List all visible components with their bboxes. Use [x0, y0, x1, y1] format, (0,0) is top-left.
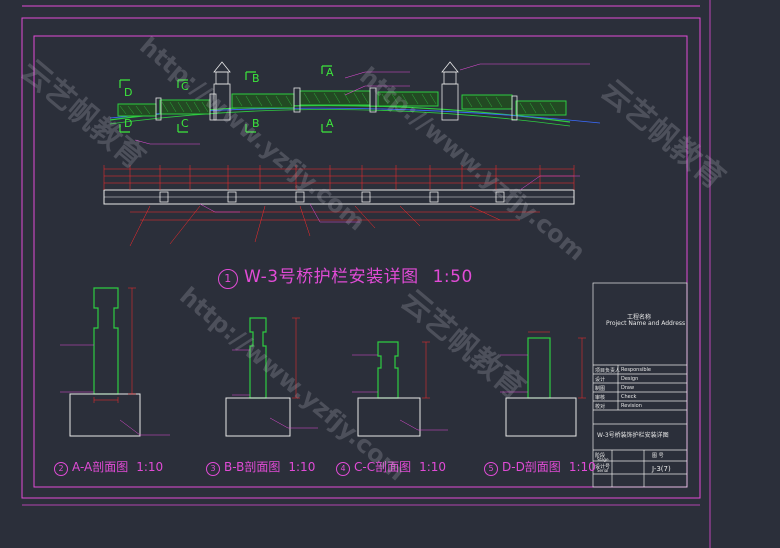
tb-drawing-name: W-3号桥装饰护栏安装详图 — [597, 432, 669, 439]
section-name: B-B剖面图 — [224, 460, 281, 474]
marker-d-bottom: D — [124, 117, 133, 130]
section-name: D-D剖面图 — [502, 460, 561, 474]
tb-row-en: Check — [621, 394, 637, 400]
marker-d-top: D — [124, 86, 133, 99]
tb-row-en: Draw — [621, 385, 635, 391]
inner-frame — [33, 35, 688, 488]
tb-phase-label: 阶段 — [595, 453, 606, 459]
section-name: C-C剖面图 — [354, 460, 412, 474]
tb-row-cn: 项目负责人 — [595, 368, 621, 374]
railing-elevation — [109, 61, 601, 145]
tb-design-no-en: Serial — [597, 468, 609, 473]
tb-row-cn: 设计 — [595, 377, 606, 383]
railing-plan-view — [103, 165, 580, 247]
section-label-bb: 3 B-B剖面图 1:10 — [206, 458, 315, 476]
section-index-circle: 4 — [336, 462, 350, 476]
outer-frame — [21, 17, 701, 499]
marker-b-top: B — [252, 72, 260, 85]
main-title-text: W-3号桥护栏安装详图 — [244, 267, 419, 287]
marker-a-top: A — [326, 66, 334, 79]
section-index-circle: 3 — [206, 462, 220, 476]
tb-row-cn: 校对 — [595, 404, 606, 410]
main-title: 1 W-3号桥护栏安装详图 1:50 — [218, 262, 473, 289]
section-label-dd: 5 D-D剖面图 1:10 — [484, 458, 596, 476]
tb-row-en: Responsible — [621, 367, 651, 373]
tb-project-label-en: Project Name and Address — [606, 320, 686, 327]
section-label-aa: 2 A-A剖面图 1:10 — [54, 458, 163, 476]
section-index-circle: 2 — [54, 462, 68, 476]
main-title-scale: 1:50 — [432, 267, 473, 287]
tb-row-cn: 审核 — [595, 395, 606, 401]
tb-row-cn: 制图 — [595, 386, 606, 392]
tb-drawing-no: J-3(7) — [652, 465, 671, 473]
title-block-frame — [592, 282, 688, 488]
section-scale: 1:10 — [136, 460, 164, 474]
tb-design-no-label: 设计号 — [595, 464, 611, 470]
main-index-circle: 1 — [218, 269, 238, 289]
section-name: A-A剖面图 — [72, 460, 129, 474]
section-scale: 1:10 — [568, 460, 596, 474]
marker-c-bottom: C — [181, 117, 189, 130]
section-scale: 1:10 — [419, 460, 447, 474]
marker-c-top: C — [181, 80, 189, 93]
section-label-cc: 4 C-C剖面图 1:10 — [336, 458, 446, 476]
marker-a-bottom: A — [326, 117, 334, 130]
tb-drawing-no-label: 图 号 — [652, 453, 664, 459]
section-aa-drawing — [60, 287, 170, 437]
section-cc-drawing — [352, 341, 448, 437]
tb-phase-en: Stage — [597, 457, 609, 462]
section-bb-drawing — [225, 317, 318, 437]
tb-row-en: Design — [621, 376, 639, 382]
section-scale: 1:10 — [288, 460, 316, 474]
tb-row-en: Revision — [621, 403, 642, 409]
section-dd-drawing — [500, 331, 586, 437]
marker-b-bottom: B — [252, 117, 260, 130]
section-cut-markers — [119, 65, 332, 133]
section-index-circle: 5 — [484, 462, 498, 476]
tb-project-label-cn: 工程名称 — [627, 314, 652, 321]
